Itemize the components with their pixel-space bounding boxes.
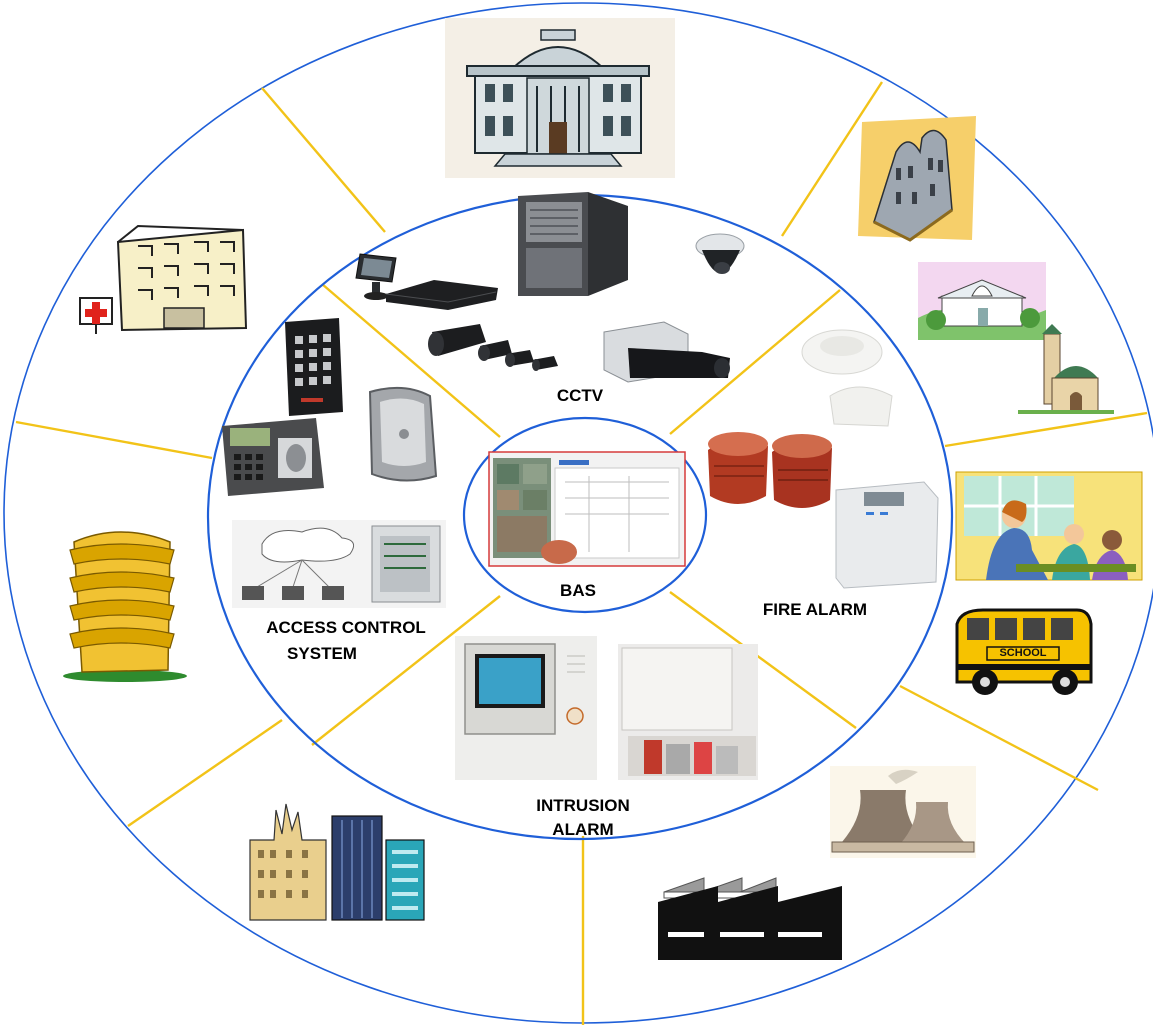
- spoke-inner-tr: [669, 289, 841, 435]
- label-intrusion-line1: INTRUSION: [536, 796, 630, 815]
- spoke-top-right: [780, 81, 884, 237]
- classroom-icon: [955, 471, 1143, 581]
- dvr-icon: [385, 280, 498, 310]
- dome-camera-icon: [695, 233, 745, 274]
- spoke-left-upper: [15, 420, 213, 460]
- fire-sirens-icon: [708, 432, 832, 508]
- factory-icon: [658, 877, 842, 960]
- alarm-control-panel-icon: [618, 644, 758, 780]
- label-access-control-line2: SYSTEM: [287, 644, 357, 663]
- church-icon: [858, 116, 976, 242]
- spoke-left-lower: [127, 719, 283, 827]
- fire-panel-icon: [835, 481, 939, 589]
- chapel-icon: [918, 262, 1046, 340]
- bas-software-screen-icon: [488, 451, 686, 567]
- time-attendance-terminal-icon: [222, 418, 324, 496]
- spoke-inner-tl: [321, 283, 501, 438]
- label-fire-alarm: FIRE ALARM: [763, 600, 867, 619]
- touchscreen-panel-icon: [455, 636, 597, 780]
- label-access-control-line1: ACCESS CONTROL: [266, 618, 426, 637]
- spoke-inner-bl: [311, 595, 501, 746]
- access-network-diagram-icon: [232, 520, 446, 608]
- keypad-reader-icon: [285, 318, 343, 416]
- tower-building-icon: [63, 531, 187, 682]
- bullet-cameras-icon: [428, 324, 558, 371]
- spoke-top-left: [261, 87, 386, 233]
- label-cctv: CCTV: [557, 386, 604, 405]
- smoke-detector-icon: [801, 329, 893, 427]
- spoke-right-upper: [944, 411, 1148, 448]
- spoke-inner-br: [669, 591, 857, 729]
- label-center-bas: BAS: [560, 581, 596, 600]
- label-intrusion-line2: ALARM: [552, 820, 613, 839]
- power-plant-icon: [830, 766, 976, 858]
- box-camera-icon: [603, 321, 730, 383]
- outer-spokes: [15, 81, 1148, 1025]
- government-building-icon: [445, 18, 675, 178]
- city-skyline-icon: [249, 803, 425, 921]
- inner-spokes: [311, 283, 857, 746]
- spoke-right-lower: [899, 684, 1099, 792]
- proximity-reader-icon: [368, 386, 438, 482]
- mosque-icon: [1018, 324, 1114, 414]
- monitor-icon: [355, 253, 397, 300]
- server-icon: [518, 192, 628, 296]
- school-bus-icon: SCHOOL: [955, 608, 1093, 695]
- hospital-icon: [79, 224, 248, 334]
- school-bus-sign: SCHOOL: [999, 647, 1046, 659]
